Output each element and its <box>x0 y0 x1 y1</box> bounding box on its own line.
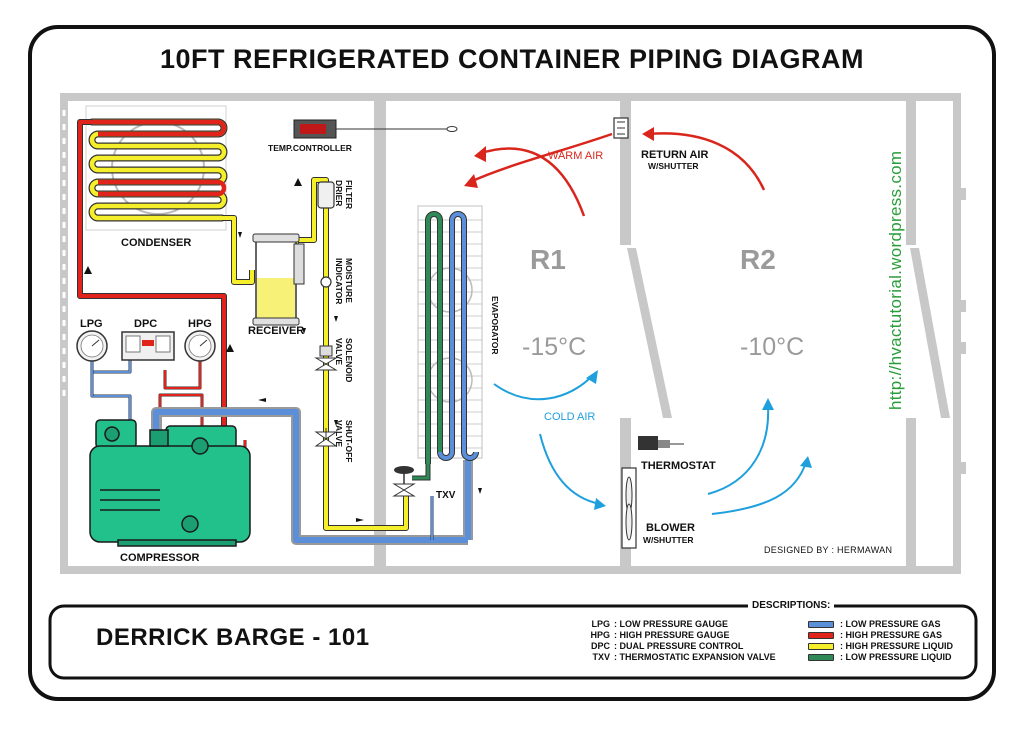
blower-sub-label: W/SHUTTER <box>643 535 694 545</box>
vessel-name: DERRICK BARGE - 101 <box>96 624 370 651</box>
legend-label: : LOW PRESSURE GAS <box>840 619 941 629</box>
condenser-unit <box>85 105 228 231</box>
lpg-gauge <box>76 330 108 362</box>
legend-label: : HIGH PRESSURE LIQUID <box>840 641 954 651</box>
abbr-key: LPG <box>591 619 610 629</box>
txv-valve <box>392 466 416 497</box>
cold-air-label: COLD AIR <box>544 411 596 423</box>
filter-drier-label: FILTER DRIER <box>334 180 354 210</box>
legend-swatch <box>808 632 834 639</box>
filter-drier <box>317 181 335 209</box>
outer-border <box>28 25 996 701</box>
receiver-tank <box>252 233 305 326</box>
compressor-label: COMPRESSOR <box>120 552 200 564</box>
warm-air-label: WARM AIR <box>548 150 604 162</box>
abbreviation-row: HPG: HIGH PRESSURE GAUGE <box>560 630 776 641</box>
shutoff-valve-label: SHUT-OFF VALVE <box>334 420 354 463</box>
room-r2-temp: -10°C <box>740 333 805 361</box>
temp-controller <box>293 119 458 139</box>
abbr-value: LOW PRESSURE GAUGE <box>619 619 729 629</box>
warm-air-arrows <box>469 132 766 217</box>
evaporator-coil <box>412 205 483 481</box>
legend-swatch <box>808 654 834 661</box>
abbr-value: HIGH PRESSURE GAUGE <box>619 630 730 640</box>
hpg-label: HPG <box>188 318 212 330</box>
blower-label: BLOWER <box>646 522 695 534</box>
abbreviation-row: DPC: DUAL PRESSURE CONTROL <box>560 641 776 652</box>
diagram-title: 10FT REFRIGERATED CONTAINER PIPING DIAGR… <box>159 44 865 74</box>
return-air-vent <box>613 117 629 139</box>
description-box <box>48 604 978 680</box>
solenoid-valve <box>314 345 338 371</box>
legend-label: : LOW PRESSURE LIQUID <box>840 652 952 662</box>
cold-air-heads <box>586 370 812 510</box>
door-r1 <box>627 248 672 418</box>
legend-row: : HIGH PRESSURE GAS <box>808 630 953 641</box>
abbreviation-row: TXV: THERMOSTATIC EXPANSION VALVE <box>560 652 776 663</box>
lpg-label: LPG <box>80 318 103 330</box>
moisture-indicator <box>320 276 332 288</box>
abbr-key: HPG <box>590 630 610 640</box>
room-r1-name: R1 <box>530 244 566 275</box>
abbr-key: DPC <box>590 641 610 651</box>
abbr-value: : <box>614 619 620 629</box>
warm-air-heads <box>464 127 654 188</box>
compressor-unit <box>89 419 251 547</box>
return-air-label: RETURN AIR <box>641 149 709 161</box>
evaporator-label: EVAPORATOR <box>490 296 500 355</box>
thermostat-device <box>638 436 684 450</box>
pipe-legend: : LOW PRESSURE GAS : HIGH PRESSURE GAS :… <box>808 619 953 663</box>
abbr-value: : <box>614 652 620 662</box>
condenser-label: CONDENSER <box>121 237 192 249</box>
abbr-value: THERMOSTATIC EXPANSION VALVE <box>619 652 776 662</box>
shutoff-valve <box>314 428 338 447</box>
thermostat-label: THERMOSTAT <box>641 460 716 472</box>
moisture-indicator-label: MOISTURE INDICATOR <box>334 258 354 305</box>
abbr-value: : <box>614 630 620 640</box>
txv-label: TXV <box>436 490 456 501</box>
legend-row: : LOW PRESSURE GAS <box>808 619 953 630</box>
right-wall-tabs <box>958 188 966 474</box>
designed-by: DESIGNED BY : HERMAWAN <box>764 545 893 555</box>
abbr-value: : <box>614 641 620 651</box>
abbreviation-list: LPG: LOW PRESSURE GAUGE HPG: HIGH PRESSU… <box>560 619 776 663</box>
dpc-control <box>121 331 175 361</box>
room-r1-temp: -15°C <box>522 333 587 361</box>
legend-row: : HIGH PRESSURE LIQUID <box>808 641 953 652</box>
solenoid-valve-label: SOLENOID VALVE <box>334 338 354 383</box>
room-r2-name: R2 <box>740 244 776 275</box>
hpg-gauge <box>184 330 216 362</box>
low-pressure-gas-line <box>90 358 473 545</box>
legend-swatch <box>808 643 834 650</box>
flow-arrows <box>84 178 482 522</box>
website-url: http://hvactutorial.wordpress.com <box>886 150 905 410</box>
abbreviation-row: LPG: LOW PRESSURE GAUGE <box>560 619 776 630</box>
temp-controller-label: TEMP.CONTROLLER <box>268 143 352 153</box>
abbr-key: TXV <box>592 652 610 662</box>
return-air-sub-label: W/SHUTTER <box>648 161 699 171</box>
receiver-label: RECEIVER <box>248 325 305 337</box>
cold-air-arrows <box>493 373 807 515</box>
blower-fan <box>621 467 637 549</box>
descriptions-heading: DESCRIPTIONS: <box>748 600 835 611</box>
abbr-value: DUAL PRESSURE CONTROL <box>619 641 744 651</box>
door-r2 <box>910 248 950 418</box>
legend-row: : LOW PRESSURE LIQUID <box>808 652 953 663</box>
legend-label: : HIGH PRESSURE GAS <box>840 630 943 640</box>
dpc-label: DPC <box>134 318 158 330</box>
legend-swatch <box>808 621 834 628</box>
